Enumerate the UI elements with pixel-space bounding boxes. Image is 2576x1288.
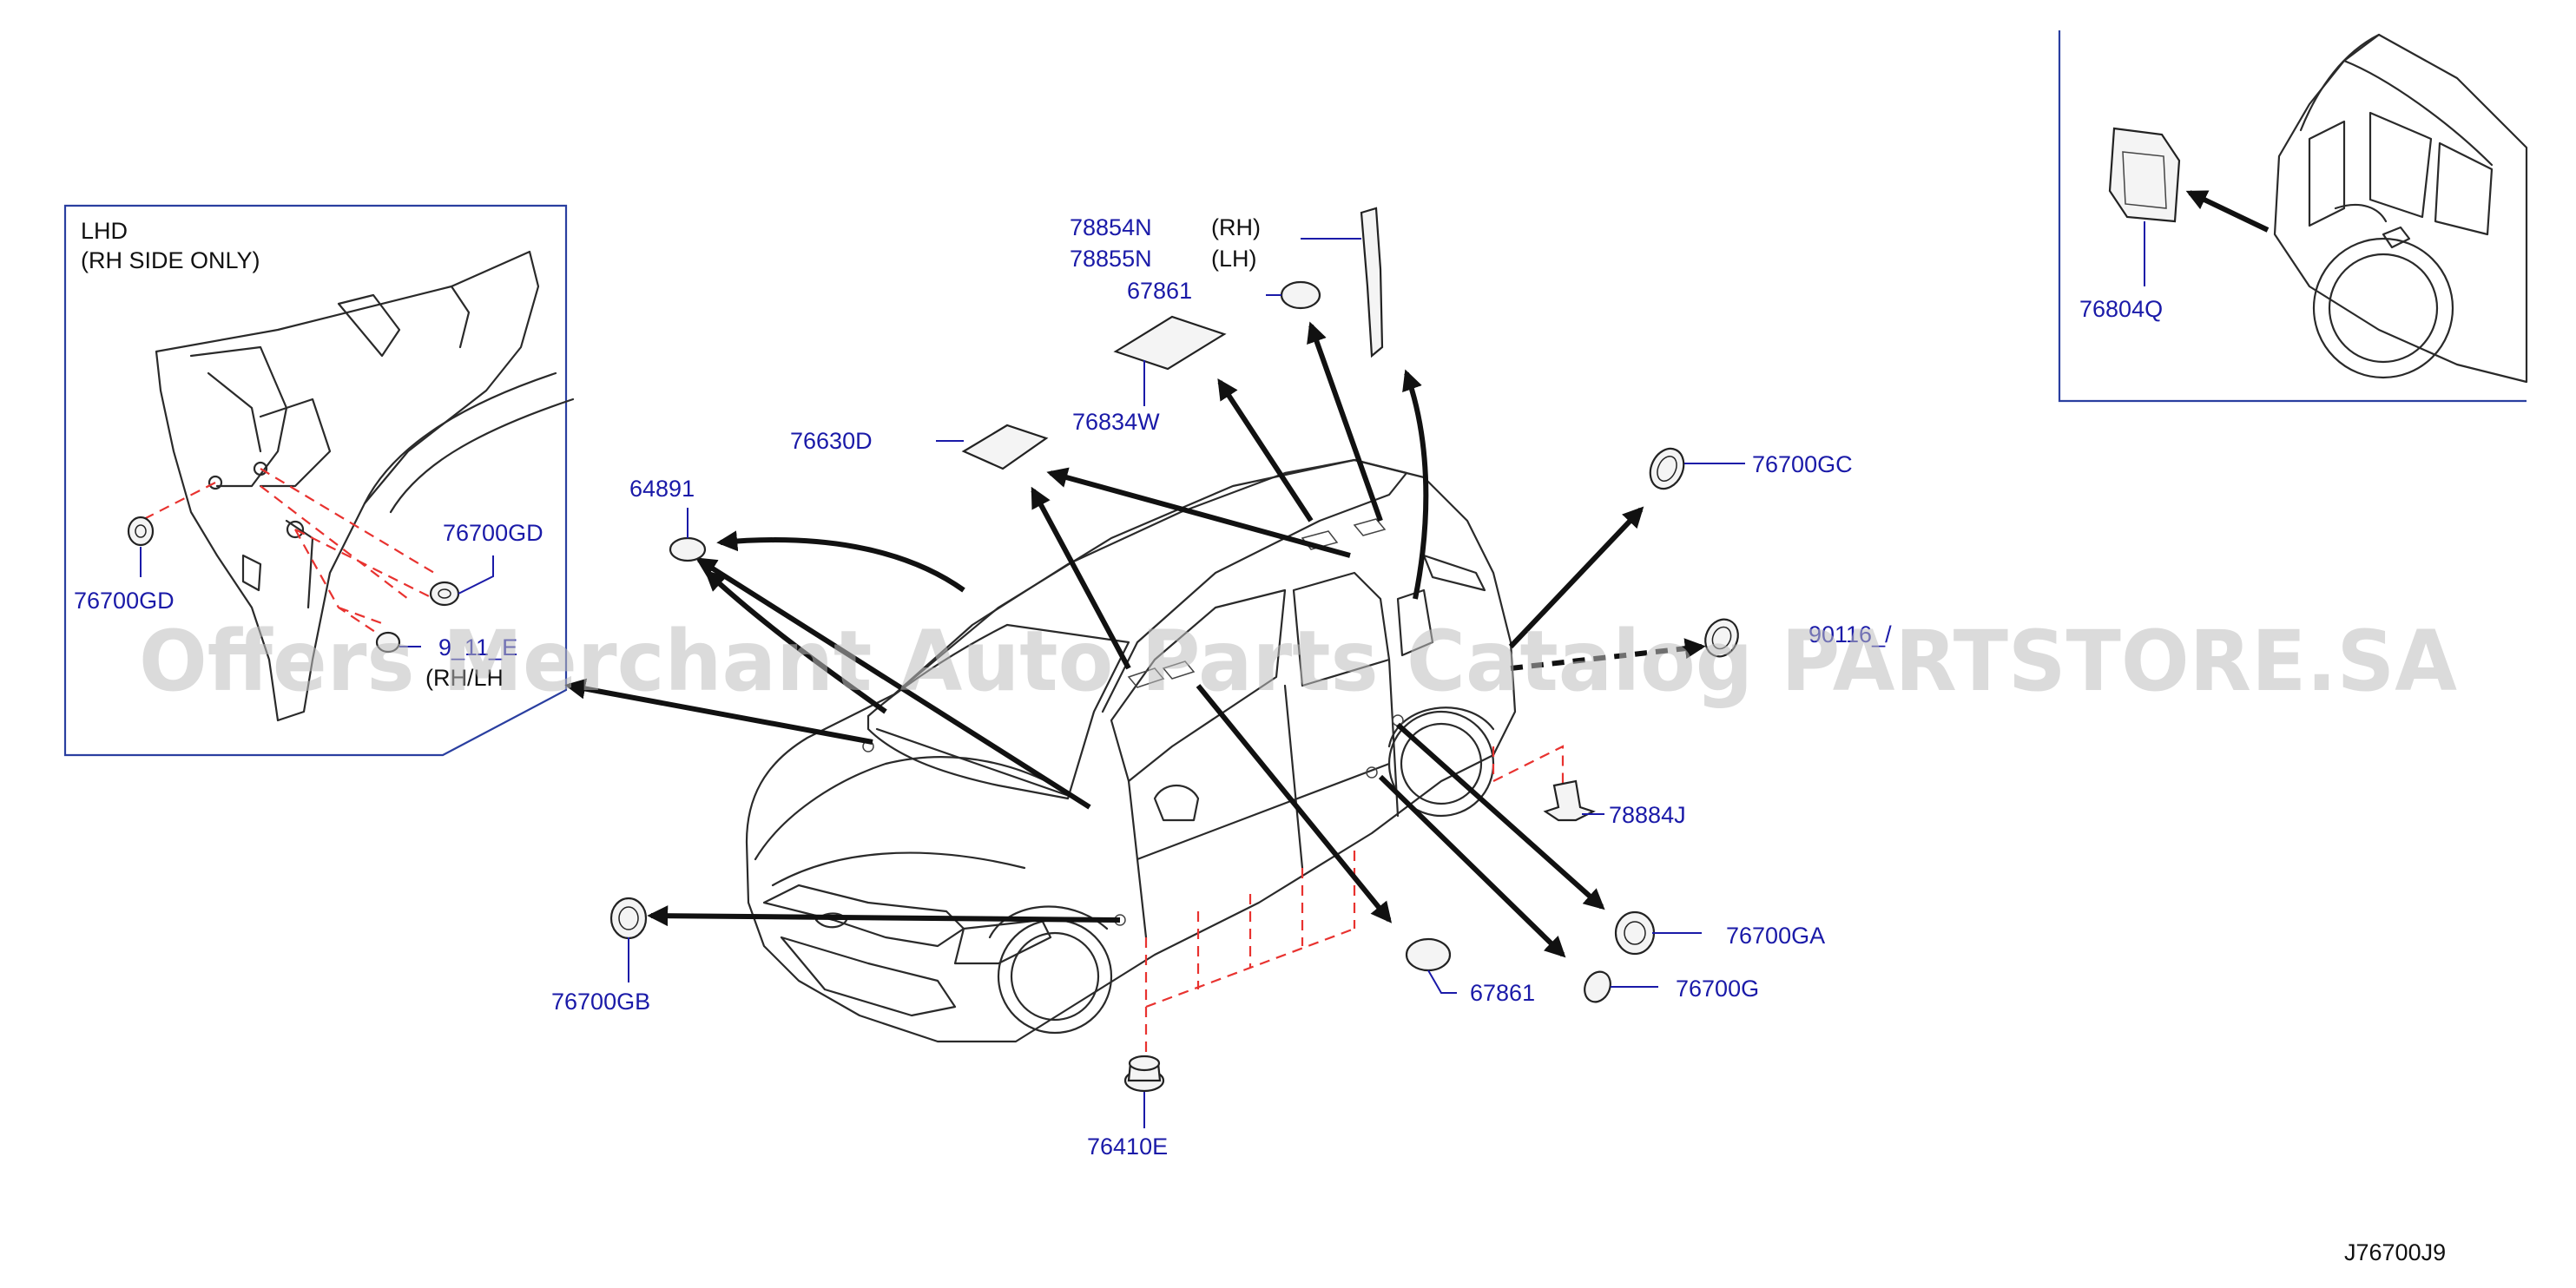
label-clip-partial: 9_11_E <box>438 634 517 660</box>
label-partial-right: 90116_/ <box>1808 621 1892 647</box>
part-partial-right <box>1704 618 1739 658</box>
label-76700gd-left: 76700GD <box>74 588 175 614</box>
part-76700gb <box>609 897 648 940</box>
rear-car-drawing <box>2273 33 2528 384</box>
grommet-76700gd-upper <box>429 581 460 607</box>
part-shapes <box>609 207 1739 1093</box>
lhd-inset-subtitle: (RH SIDE ONLY) <box>81 247 260 273</box>
part-67861-bottom <box>1405 937 1452 972</box>
labels: 78854N (RH) 78855N (LH) 67861 76834W 766… <box>551 214 1892 1160</box>
diagram-code: J76700J9 <box>2344 1239 2446 1265</box>
part-78884j <box>1543 779 1596 822</box>
label-76834w: 76834W <box>1072 409 1160 435</box>
label-64891: 64891 <box>629 476 695 502</box>
label-clip-side: (RH/LH <box>425 665 504 691</box>
rear-inset-frame <box>2058 30 2527 403</box>
label-78855n-side: (LH) <box>1211 246 1257 272</box>
part-76700g <box>1584 970 1611 1003</box>
grommet-76700gd-left <box>127 516 155 547</box>
lhd-inset: LHD (RH SIDE ONLY) 767 <box>63 204 575 757</box>
label-67861-top: 67861 <box>1127 278 1192 304</box>
rear-inset: 76804Q <box>2058 30 2528 403</box>
label-76700gc: 76700GC <box>1752 451 1853 477</box>
label-76700gd-upper: 76700GD <box>443 520 544 546</box>
lhd-dash-lines <box>140 468 435 643</box>
part-76834w <box>1113 315 1227 371</box>
label-78854n: 78854N <box>1070 214 1152 240</box>
part-78854n <box>1360 207 1384 358</box>
main-car-drawing <box>745 458 1517 1043</box>
label-78854n-side: (RH) <box>1211 214 1261 240</box>
part-76700gc <box>1649 447 1685 490</box>
lhd-inset-frame <box>63 204 568 757</box>
part-76700ga <box>1614 910 1656 956</box>
label-76700g: 76700G <box>1676 976 1759 1002</box>
leader-lines <box>628 238 1745 1128</box>
label-76804q: 76804Q <box>2079 296 2163 322</box>
label-76700gb: 76700GB <box>551 989 650 1015</box>
arrow-76804q <box>2185 190 2270 233</box>
lhd-inset-title: LHD <box>81 218 128 244</box>
label-76410e: 76410E <box>1087 1134 1168 1160</box>
part-64891 <box>669 536 707 562</box>
fuel-lid-76804q <box>2108 127 2181 223</box>
watermark: Offers Merchant Auto Parts Catalog PARTS… <box>139 613 2457 710</box>
clip-partial-icon <box>375 631 401 654</box>
arrows <box>564 321 1706 958</box>
part-76630d <box>961 424 1049 470</box>
part-67861-top <box>1280 280 1321 310</box>
label-78855n: 78855N <box>1070 246 1152 272</box>
label-76700ga: 76700GA <box>1726 923 1825 949</box>
underbody-dash-lines <box>1144 745 1565 1055</box>
label-76630d: 76630D <box>790 428 873 454</box>
label-78884j: 78884J <box>1609 802 1686 828</box>
label-67861-bottom: 67861 <box>1470 980 1535 1006</box>
